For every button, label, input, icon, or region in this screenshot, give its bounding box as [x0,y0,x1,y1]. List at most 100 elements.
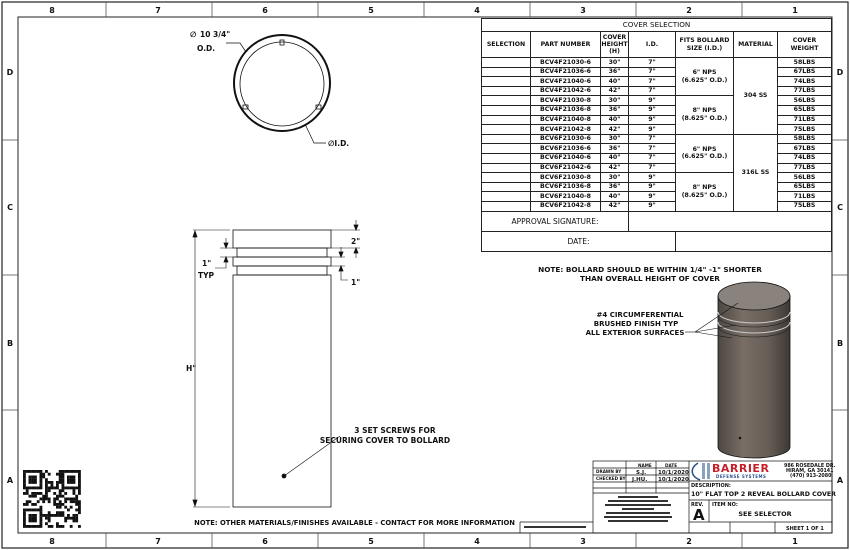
selection-cell[interactable] [481,152,531,164]
qr-module [72,500,76,504]
selection-cell[interactable] [481,95,531,106]
qr-module [39,516,43,520]
selection-cell[interactable] [481,104,531,116]
qr-module [34,525,37,528]
selection-cell[interactable] [481,200,531,212]
selection-cell[interactable] [481,143,531,154]
zone-row-label: D [837,68,844,77]
qr-module [25,503,29,506]
qr-module [50,483,54,487]
qr-module [25,525,29,528]
qr-module [67,478,70,482]
rev-label: REV. [691,502,703,508]
inner-diameter: 9" [628,181,676,193]
qr-module [61,514,65,517]
finish-note-line1: #4 CIRCUMFERENTIAL [597,311,684,319]
finish-note-line2: BRUSHED FINISH TYP [594,320,679,328]
od-dimension: 10 3/4" [200,30,230,39]
qr-module [64,497,68,501]
qr-module [75,470,79,473]
qr-module [28,470,32,473]
selection-cell[interactable] [481,85,531,97]
dim-typ-value: 1" [202,259,211,268]
qr-module [69,481,73,484]
qr-module [50,514,54,517]
approval-signature-field[interactable] [627,210,833,232]
qr-module [31,494,35,498]
qr-module [28,481,32,484]
col-header: COVER HEIGHT (H) [600,31,629,58]
inner-diameter: 7" [628,57,676,68]
qr-module [78,503,81,506]
col-header: MATERIAL [733,31,778,58]
selection-cell[interactable] [481,181,531,193]
qr-module [45,514,48,517]
qr-module [78,486,81,490]
zone-col-label: 2 [686,537,692,546]
qr-module [56,514,59,517]
zone-col-label: 1 [792,537,798,546]
selection-cell[interactable] [481,133,531,145]
selection-cell[interactable] [481,162,531,174]
selection-cell[interactable] [481,124,531,135]
qr-module [78,505,81,509]
qr-module [50,525,54,528]
qr-module [72,470,76,473]
cover-weight: 67LBS [776,66,833,78]
qr-module [45,516,48,520]
qr-module [39,481,43,484]
qr-module [34,475,37,479]
qr-module [72,497,76,501]
cover-weight: 58LBS [776,57,833,68]
cover-height: 36" [600,104,629,116]
selection-cell[interactable] [481,114,531,126]
qr-module [78,508,81,512]
qr-module [61,481,65,484]
qr-module [75,494,79,498]
inner-diameter: 9" [628,200,676,212]
qr-module [25,508,29,512]
table-title: COVER SELECTION [480,18,833,32]
qr-module [58,514,62,517]
qr-module [56,486,59,490]
fits-line1: 8" NPS [692,107,717,115]
selection-cell[interactable] [481,66,531,78]
qr-module [45,486,48,490]
selection-cell[interactable] [481,172,531,183]
drawn-by-label: DRAWN BY [596,469,622,474]
zone-col-label: 5 [368,537,374,546]
zone-row-label: B [837,339,843,348]
cover-height: 30" [600,57,629,68]
qr-module [61,483,65,487]
qr-module [58,472,62,476]
zone-col-label: 8 [49,537,55,546]
qr-module [56,472,59,476]
selection-cell[interactable] [481,76,531,87]
qr-module [61,478,65,482]
qr-code[interactable] [23,470,81,528]
iso-view [685,281,791,459]
qr-module [42,472,46,476]
qr-module [78,472,81,476]
qr-module [34,470,37,473]
date-field[interactable] [674,230,833,252]
qr-module [31,514,35,517]
qr-module [67,516,70,520]
qr-module [75,519,79,523]
checked-by-label: CHECKED BY [596,476,627,481]
qr-module [56,522,59,526]
cover-height: 40" [600,191,629,202]
qr-module [31,470,35,473]
selection-cell[interactable] [481,57,531,68]
qr-module [72,478,76,482]
selection-cell[interactable] [481,191,531,202]
zone-col-label: 4 [474,6,480,15]
cover-weight: 71LBS [776,114,833,126]
od-label: O.D. [197,44,215,53]
qr-module [53,497,57,501]
